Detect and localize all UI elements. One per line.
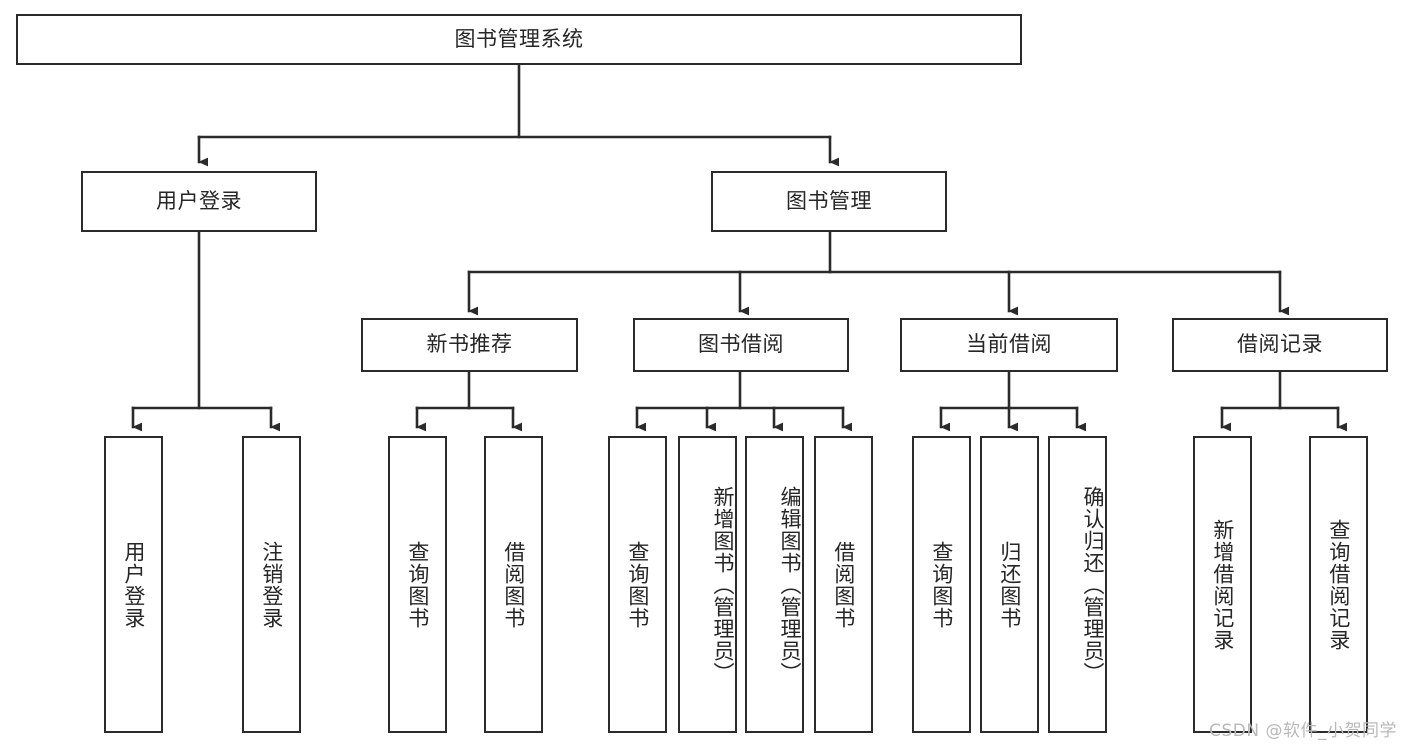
node-user-login[interactable]: 用户登录: [81, 171, 317, 232]
node-label: 当前借阅: [966, 332, 1052, 357]
leaf-edit-book-admin[interactable]: 编辑图书（管理员）: [745, 436, 804, 733]
leaf-logout[interactable]: 注销登录: [242, 436, 301, 733]
leaf-return-book[interactable]: 归还图书: [980, 436, 1039, 733]
node-label: 用户登录: [156, 188, 242, 213]
node-label: 图书管理系统: [454, 26, 584, 51]
leaf-user-login[interactable]: 用户登录: [104, 436, 163, 733]
node-current-borrow[interactable]: 当前借阅: [900, 318, 1118, 372]
csdn-watermark: CSDN @软件_小贺同学: [1209, 721, 1397, 741]
leaf-query-book-recommend[interactable]: 查询图书: [388, 436, 447, 733]
leaf-query-book-borrow[interactable]: 查询图书: [608, 436, 667, 733]
node-label: 查询图书: [405, 540, 430, 629]
node-label: 借阅图书: [501, 540, 526, 629]
node-label: 借阅图书: [831, 540, 856, 629]
node-root-system[interactable]: 图书管理系统: [16, 14, 1022, 65]
node-label: 查询图书: [929, 540, 954, 629]
node-label: 新书推荐: [426, 332, 513, 357]
node-label: 用户登录: [121, 540, 146, 629]
node-label: 查询图书: [625, 540, 650, 629]
node-label: 新增借阅记录: [1210, 518, 1235, 651]
node-borrow-record[interactable]: 借阅记录: [1172, 318, 1388, 372]
node-label: 图书借阅: [698, 332, 784, 357]
node-label: 新增图书（管理员）: [711, 485, 735, 684]
leaf-query-borrow-record[interactable]: 查询借阅记录: [1309, 436, 1368, 733]
leaf-borrow-book-recommend[interactable]: 借阅图书: [484, 436, 543, 733]
node-label: 确认归还（管理员）: [1081, 485, 1105, 684]
leaf-query-book-current[interactable]: 查询图书: [912, 436, 971, 733]
leaf-confirm-return-admin[interactable]: 确认归还（管理员）: [1048, 436, 1107, 733]
node-label: 查询借阅记录: [1326, 518, 1351, 651]
node-label: 图书管理: [786, 188, 872, 213]
node-label: 注销登录: [259, 540, 284, 629]
leaf-add-book-admin[interactable]: 新增图书（管理员）: [678, 436, 737, 733]
node-label: 编辑图书（管理员）: [778, 485, 802, 684]
node-book-borrow[interactable]: 图书借阅: [633, 318, 849, 372]
node-label: 归还图书: [997, 540, 1022, 629]
node-new-book-recommend[interactable]: 新书推荐: [361, 318, 578, 372]
node-book-manage[interactable]: 图书管理: [711, 171, 947, 232]
node-label: 借阅记录: [1237, 332, 1323, 357]
leaf-borrow-book[interactable]: 借阅图书: [814, 436, 873, 733]
leaf-add-borrow-record[interactable]: 新增借阅记录: [1193, 436, 1252, 733]
